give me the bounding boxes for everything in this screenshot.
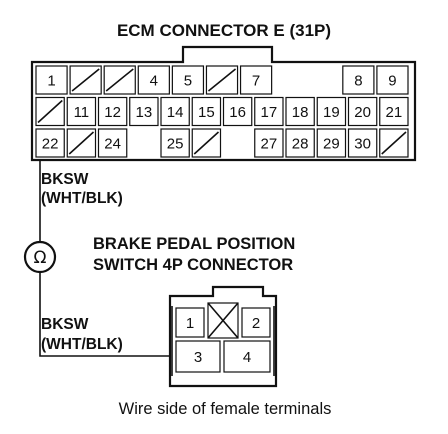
ecm-pin-9: 9 xyxy=(388,73,396,90)
ecm-pin-18: 18 xyxy=(292,104,309,121)
ecm-pin-cell xyxy=(97,96,128,127)
ecm-pin-27: 27 xyxy=(261,136,278,153)
ecm-pin-cell xyxy=(129,96,159,127)
ecm-pin-cell xyxy=(35,96,65,127)
ecm-pin-30: 30 xyxy=(354,136,371,153)
switch-pin-1: 1 xyxy=(186,315,194,332)
switch-pin-4-cell xyxy=(223,340,271,373)
ecm-pin-4: 4 xyxy=(150,73,158,90)
ecm-pin-cell xyxy=(316,96,347,127)
switch-connector-title-line1: BRAKE PEDAL POSITION xyxy=(93,235,295,253)
switch-pin-4: 4 xyxy=(243,349,251,366)
unused-terminal-slash xyxy=(37,99,63,124)
ecm-pin-20: 20 xyxy=(354,104,371,121)
ecm-pin-cell xyxy=(239,65,273,95)
unused-terminal-slash xyxy=(105,68,134,92)
ecm-pin-1: 1 xyxy=(47,73,55,90)
ecm-pin-cell xyxy=(191,96,222,127)
ecm-pin-cell xyxy=(205,65,239,95)
unused-terminal-slash xyxy=(207,68,237,92)
ecm-pin-cell xyxy=(347,128,378,158)
ecm-pin-cell xyxy=(342,65,375,95)
wire-color-label-bottom: (WHT/BLK) xyxy=(41,336,123,353)
ecm-pin-cell xyxy=(191,128,222,158)
ecm-pin-12: 12 xyxy=(104,104,121,121)
unused-terminal-slash xyxy=(68,131,95,155)
ecm-pin-cell xyxy=(379,96,409,127)
ecm-pin-cell xyxy=(285,96,315,127)
ecm-pin-cell xyxy=(35,128,65,158)
ecm-pin-cell xyxy=(160,128,190,158)
ecm-pin-24: 24 xyxy=(104,136,121,153)
ecm-pin-cell xyxy=(66,128,97,158)
switch-pin-2: 2 xyxy=(252,315,260,332)
omega-icon: Ω xyxy=(34,248,47,268)
ecm-pin-cell xyxy=(254,128,284,158)
switch-connector-title-line2: SWITCH 4P CONNECTOR xyxy=(93,256,293,274)
ecm-pin-cell xyxy=(103,65,136,95)
switch-empty-cross-b xyxy=(207,302,239,339)
unused-terminal-slash xyxy=(71,68,100,92)
ecm-pin-22: 22 xyxy=(42,136,59,153)
wire-color-label-top: (WHT/BLK) xyxy=(41,190,123,207)
ecm-pin-21: 21 xyxy=(386,104,403,121)
ecm-pin-cell xyxy=(222,96,253,127)
ecm-pin-cell xyxy=(379,128,409,158)
switch-connector-outline xyxy=(168,285,278,388)
switch-pin-2-cell xyxy=(241,307,271,338)
ecm-pin-cell xyxy=(285,128,315,158)
ecm-connector-outline xyxy=(30,45,417,162)
switch-pin-3: 3 xyxy=(194,349,202,366)
ecm-pin-cell xyxy=(160,96,190,127)
wire-signal-label-bottom: BKSW xyxy=(41,316,89,333)
ecm-pin-14: 14 xyxy=(167,104,184,121)
ecm-pin-cell xyxy=(347,96,378,127)
ecm-pin-cell xyxy=(254,96,284,127)
ecm-pin-cell xyxy=(66,96,97,127)
ecm-connector-title: ECM CONNECTOR E (31P) xyxy=(117,21,331,40)
ecm-pin-8: 8 xyxy=(354,73,362,90)
ecm-pin-15: 15 xyxy=(198,104,215,121)
switch-pin-3-cell xyxy=(175,340,221,373)
ecm-pin-17: 17 xyxy=(261,104,278,121)
ecm-pin-29: 29 xyxy=(323,136,340,153)
unused-terminal-slash xyxy=(381,131,407,155)
switch-pin-1-cell xyxy=(175,307,205,338)
wire-segment-lower xyxy=(39,272,170,357)
ecm-pin-cell xyxy=(97,128,128,158)
ecm-pin-7: 7 xyxy=(252,73,260,90)
ecm-pin-cell xyxy=(69,65,102,95)
ecm-pin-cell xyxy=(35,65,68,95)
switch-empty-cell xyxy=(207,302,239,339)
ecm-pin-cell xyxy=(137,65,170,95)
ecm-pin-28: 28 xyxy=(292,136,309,153)
ecm-pin-13: 13 xyxy=(136,104,153,121)
ecm-pin-11: 11 xyxy=(74,104,90,121)
ecm-pin-cell xyxy=(171,65,205,95)
caption: Wire side of female terminals xyxy=(119,400,332,418)
wire-signal-label-top: BKSW xyxy=(41,171,89,188)
ecm-pin-16: 16 xyxy=(229,104,246,121)
ecm-pin-cell xyxy=(316,128,347,158)
ecm-pin-5: 5 xyxy=(184,73,192,90)
unused-terminal-slash xyxy=(193,131,220,155)
ecm-pin-19: 19 xyxy=(323,104,340,121)
ecm-pin-25: 25 xyxy=(167,136,184,153)
ecm-pin-cell xyxy=(376,65,409,95)
